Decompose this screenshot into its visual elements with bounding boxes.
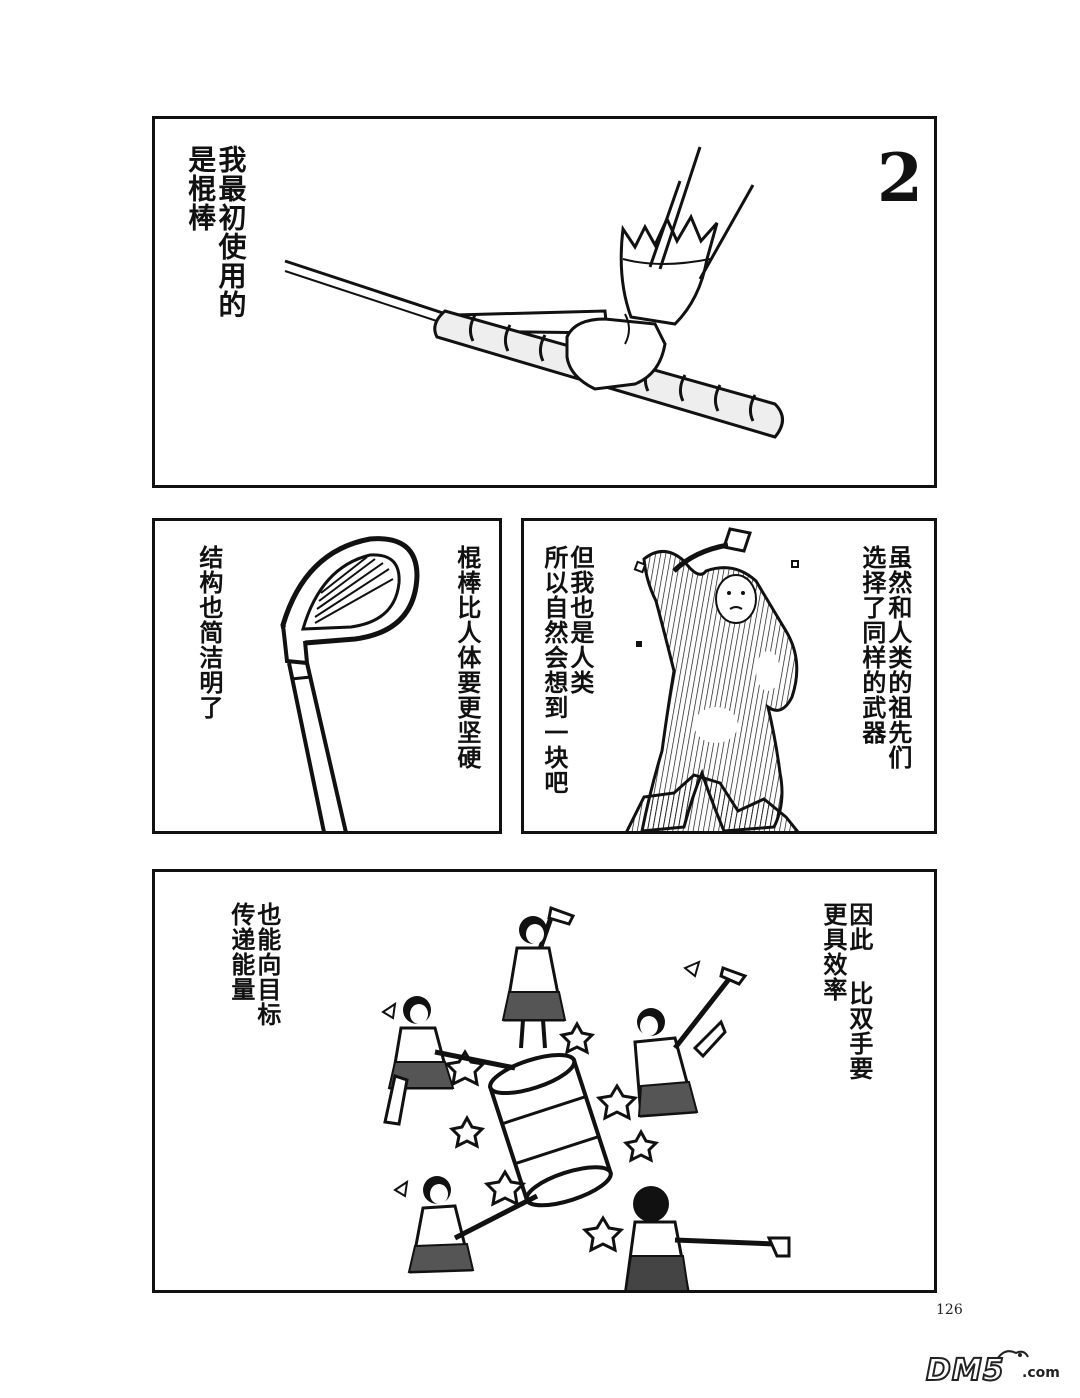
- panel-4: 因此 比双手要 更具效率 也能向目标 传递能量: [152, 869, 937, 1293]
- panel-4-caption-right: 因此 比双手要 更具效率: [818, 902, 873, 1081]
- panel-1: 我最初使用的 是棍棒 2: [152, 116, 937, 488]
- panel-3-caption-right: 虽然和人类的祖先们 选择了同样的武器: [857, 545, 912, 770]
- panel-3-caption-left: 但我也是人类 所以自然会想到一块吧: [539, 545, 594, 795]
- golf-club-illustration: [280, 536, 420, 831]
- panel-2-caption-left: 结构也简洁明了: [194, 545, 223, 720]
- panel-2: 棍棒比人体要更坚硬 结构也简洁明了: [152, 518, 502, 834]
- hand-holding-stick-illustration: [284, 146, 784, 439]
- caveman-with-club-illustration: [625, 527, 800, 831]
- logo-suffix: .com: [1022, 1365, 1060, 1381]
- logo-text: DM5: [925, 1352, 1005, 1389]
- panel-3: 虽然和人类的祖先们 选择了同样的武器 但我也是人类 所以自然会想到一块吧: [521, 518, 937, 834]
- panel-1-number: 2: [877, 139, 923, 217]
- page-number: 126: [936, 1302, 963, 1318]
- girls-hitting-drum-illustration: [381, 905, 791, 1290]
- watermark-logo: DM5 .com: [922, 1345, 1068, 1393]
- panel-1-caption: 我最初使用的 是棍棒: [184, 145, 248, 319]
- logo-mascot-icon: [995, 1350, 1029, 1362]
- panel-2-caption-right: 棍棒比人体要更坚硬: [452, 545, 481, 770]
- panel-4-caption-left: 也能向目标 传递能量: [226, 902, 281, 1027]
